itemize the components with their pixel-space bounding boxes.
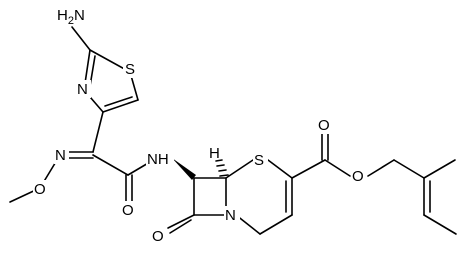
- bond-calkene-methyl: [423, 159, 456, 179]
- bond-c2-cester: [291, 159, 326, 179]
- bond-c5-c4-double: [104, 96, 133, 107]
- amide-nh-label: NH: [147, 151, 169, 168]
- oxime-o-label: O: [34, 181, 46, 198]
- bond-nh2-c2: [71, 26, 91, 51]
- thiazole-n-label: N: [77, 81, 88, 98]
- bond-c8-olactam-double: [169, 219, 192, 234]
- ester-o-label: O: [352, 168, 364, 185]
- amide-o-label: O: [122, 202, 134, 219]
- bond-ch-ch3: [423, 214, 457, 235]
- lactam-o-label: O: [152, 228, 164, 245]
- bond-c6-h-hash: [215, 159, 229, 177]
- ring-n-label: N: [225, 207, 236, 224]
- bond-c8-olactam: [167, 214, 195, 229]
- bond-coxime-camide: [92, 154, 129, 176]
- bond-c3-c4: [259, 214, 293, 235]
- atom-labels: H2N S N N O NH O H S N O O O: [33, 6, 367, 245]
- bond-c6-s: [225, 159, 254, 179]
- bond-s-c2: [267, 159, 293, 179]
- bond-ch2-calkene: [393, 159, 425, 179]
- bonds: [9, 26, 457, 235]
- h-label: H: [209, 145, 220, 162]
- bond-cester-oester: [324, 159, 351, 177]
- thiazole-s-label: S: [125, 61, 135, 78]
- ester-carbonyl-o-label: O: [318, 117, 330, 134]
- bond-c4-coxime: [92, 111, 104, 153]
- amino-label: H2N: [57, 7, 85, 27]
- bond-oester-ch2: [367, 159, 395, 177]
- bond-c5-c4: [102, 99, 139, 113]
- bond-nh-c7-wedge: [172, 158, 196, 180]
- oxime-n-label: N: [55, 147, 66, 164]
- ring-s-label: S: [254, 152, 264, 169]
